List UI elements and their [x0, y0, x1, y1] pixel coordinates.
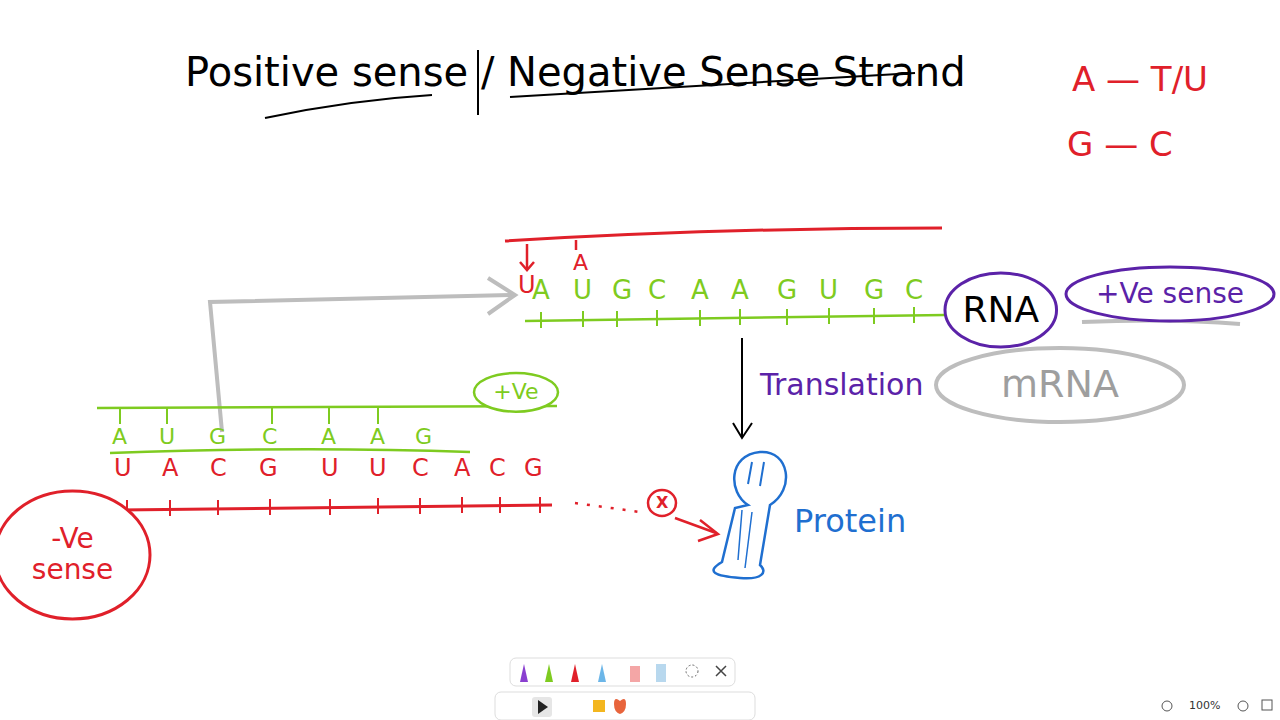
base-letter: G: [864, 276, 884, 305]
rna-circle: RNA: [943, 271, 1059, 349]
base-letter: U: [369, 455, 387, 481]
zoom-level: 100%: [1189, 700, 1220, 712]
base-letter: U: [321, 455, 339, 481]
base-letter: C: [412, 455, 429, 481]
base-letter: A: [691, 276, 709, 305]
sense-oval: +Ve: [472, 371, 560, 414]
base-letter: A: [573, 251, 588, 275]
base-letter: A: [321, 425, 336, 449]
node-text: +Ve: [493, 380, 538, 404]
node-text: +Ve sense: [1096, 279, 1244, 310]
base-letter: G: [209, 425, 226, 449]
sense-oval: +Ve sense: [1064, 265, 1276, 323]
base-letter: G: [524, 455, 543, 481]
title: Positive sense / Negative Sense Strand: [185, 50, 966, 94]
base-letter: C: [489, 455, 506, 481]
base-letter: A: [731, 276, 749, 305]
base-letter: A: [532, 276, 550, 305]
process-label: Translation: [760, 368, 923, 401]
node-text: mRNA: [1001, 364, 1119, 406]
mrna-oval: mRNA: [934, 346, 1186, 424]
base-letter: G: [777, 276, 797, 305]
sense-circle: -Ve sense: [0, 489, 152, 621]
node-text: RNA: [962, 290, 1039, 330]
base-letter: U: [159, 425, 175, 449]
base-letter: A: [454, 455, 470, 481]
base-letter: A: [370, 425, 385, 449]
pairing-rule: G — C: [1067, 126, 1173, 163]
base-letter: A: [162, 455, 178, 481]
blocked-mark: X: [656, 494, 668, 512]
base-letter: C: [210, 455, 227, 481]
base-letter: G: [415, 425, 432, 449]
node-text: -Ve sense: [18, 524, 128, 586]
base-letter: C: [905, 276, 923, 305]
base-letter: G: [612, 276, 632, 305]
base-letter: U: [573, 276, 592, 305]
base-letter: C: [262, 425, 277, 449]
base-letter: G: [259, 455, 278, 481]
pairing-rule: A — T/U: [1072, 61, 1208, 98]
base-letter: U: [114, 455, 132, 481]
product-label: Protein: [794, 504, 906, 539]
base-letter: C: [648, 276, 666, 305]
base-letter: A: [112, 425, 127, 449]
base-letter: U: [819, 276, 838, 305]
